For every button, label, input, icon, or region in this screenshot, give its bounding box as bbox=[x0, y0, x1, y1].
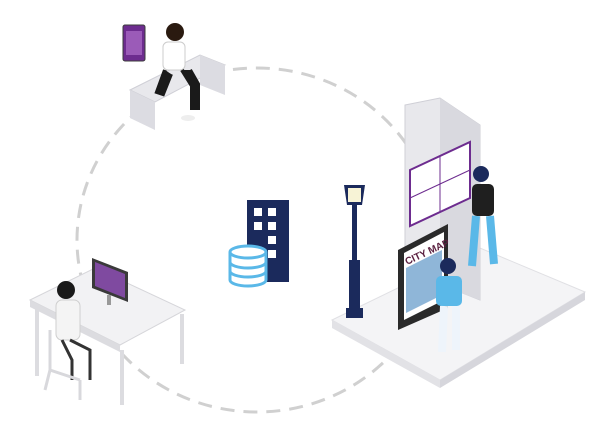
person-standing bbox=[468, 166, 498, 267]
chair bbox=[43, 330, 82, 400]
city-map-kiosk: CITY MAP bbox=[398, 224, 452, 330]
street-scene: CITY MAP bbox=[330, 97, 587, 388]
tablet-icon bbox=[122, 24, 146, 62]
person-at-desk bbox=[55, 281, 92, 380]
person-at-kiosk bbox=[436, 258, 462, 353]
street-lamp bbox=[344, 185, 365, 318]
person-sitting bbox=[154, 23, 200, 121]
bench-scene bbox=[122, 23, 227, 130]
bulletin-board bbox=[409, 140, 471, 228]
computer-monitor-icon bbox=[92, 258, 128, 305]
database-icon bbox=[228, 244, 268, 288]
desk-scene bbox=[28, 258, 187, 405]
